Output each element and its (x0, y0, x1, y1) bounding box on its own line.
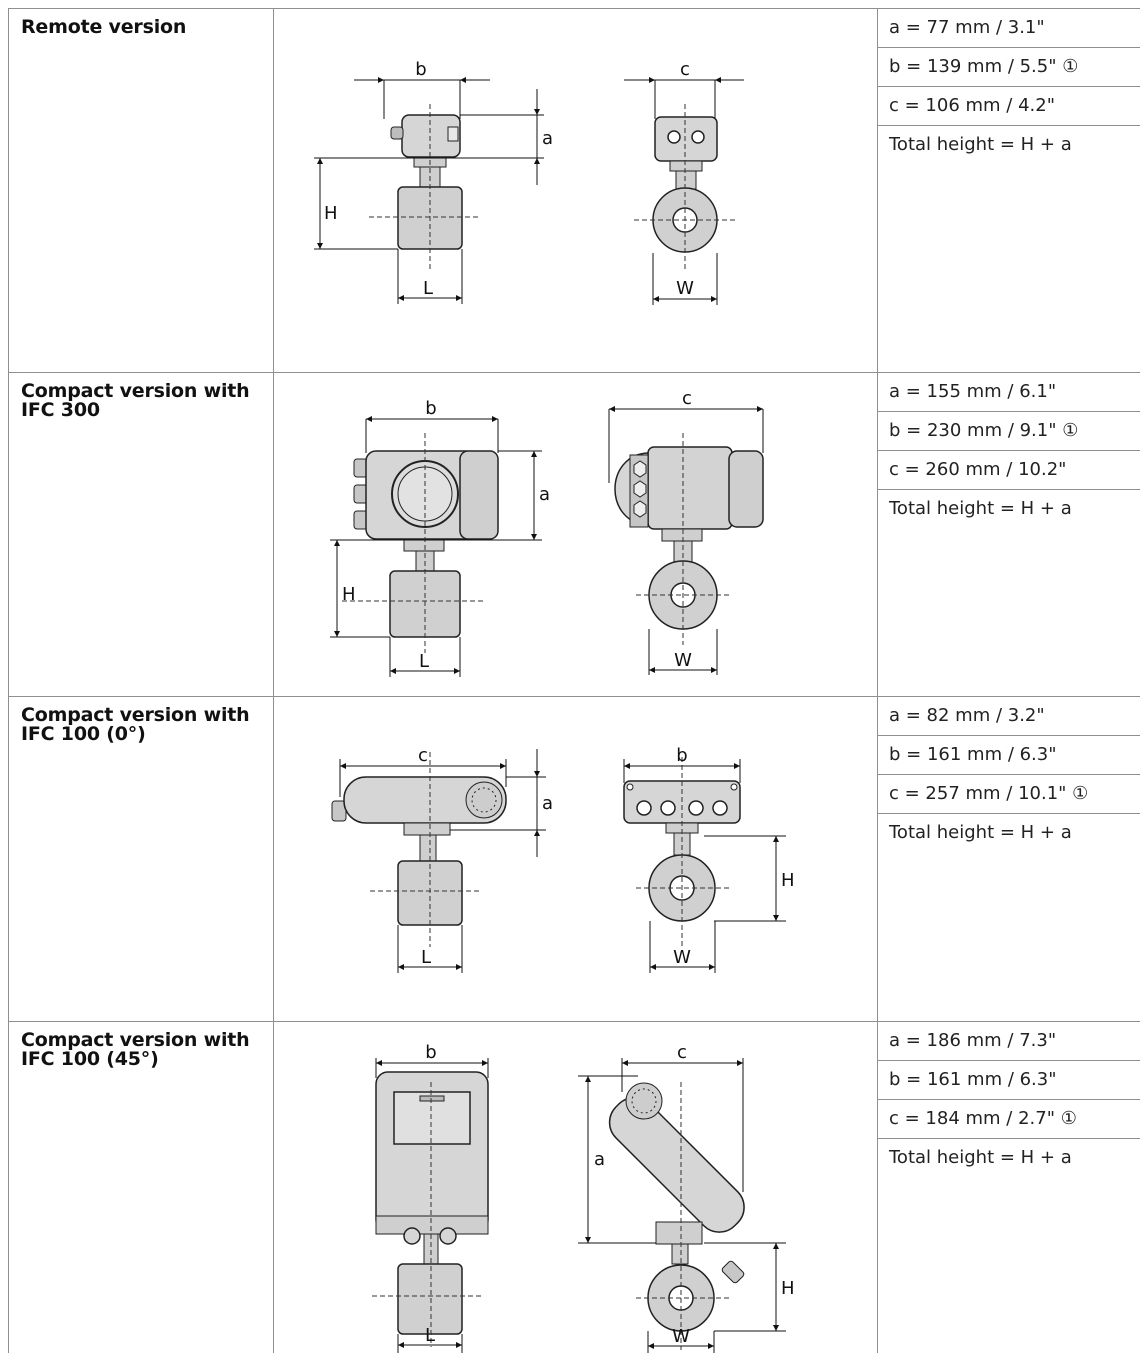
dim-label-L: L (423, 278, 433, 299)
front-view: b L (372, 1042, 489, 1353)
dim-label-c: c (677, 1042, 687, 1063)
column-divider-1 (273, 8, 274, 1353)
dim-label-c: c (680, 59, 690, 80)
table-top-border (8, 8, 1140, 9)
drawing-compact-ifc100-0deg: c a L (274, 697, 877, 1021)
param-b: b = 161 mm / 6.3" (878, 1061, 1140, 1100)
dim-label-W: W (673, 947, 691, 968)
dim-label-c: c (682, 388, 692, 409)
dim-label-b: b (676, 745, 687, 766)
row-label-line: Compact version with (21, 1029, 250, 1051)
table-row-remote: Remote version (0, 9, 1140, 372)
dim-label-b: b (425, 398, 436, 419)
side-view: c a H W (578, 1042, 795, 1353)
param-total-height: Total height = H + a (889, 822, 1072, 843)
technical-drawing: c a L (331, 745, 795, 973)
row-label-line: Compact version with (21, 380, 250, 402)
param-a: a = 77 mm / 3.1" (878, 9, 1140, 48)
technical-drawing: b a H L (330, 388, 764, 677)
params-list: a = 77 mm / 3.1" b = 139 mm / 5.5" ① c =… (878, 9, 1140, 165)
param-a: a = 155 mm / 6.1" (878, 373, 1140, 412)
dim-label-b: b (415, 59, 426, 80)
dim-label-H: H (342, 584, 356, 605)
dim-label-H: H (324, 203, 338, 224)
dim-label-W: W (674, 650, 692, 671)
param-b: b = 230 mm / 9.1" ① (878, 412, 1140, 451)
params-list: a = 82 mm / 3.2" b = 161 mm / 6.3" c = 2… (878, 697, 1140, 853)
row-label-line: IFC 300 (21, 399, 100, 421)
param-total-height: Total height = H + a (889, 134, 1072, 155)
param-total-height: Total height = H + a (889, 1147, 1072, 1168)
row-label-line: Compact version with (21, 704, 250, 726)
dim-label-a: a (542, 793, 553, 814)
param-c: c = 106 mm / 4.2" (878, 87, 1140, 126)
param-total-height: Total height = H + a (889, 498, 1072, 519)
drawing-compact-ifc100-45deg: b L (274, 1022, 877, 1353)
dim-label-a: a (542, 128, 553, 149)
params-list: a = 155 mm / 6.1" b = 230 mm / 9.1" ① c … (878, 373, 1140, 529)
table-left-border (8, 8, 9, 1353)
dim-label-W: W (676, 278, 694, 299)
dim-label-b: b (425, 1042, 436, 1063)
column-divider-2 (877, 8, 878, 1353)
side-view: c W (624, 59, 744, 305)
param-a: a = 186 mm / 7.3" (878, 1022, 1140, 1061)
param-a: a = 82 mm / 3.2" (878, 697, 1140, 736)
dim-label-L: L (419, 651, 429, 672)
row-divider-2 (8, 696, 1140, 697)
param-b: b = 139 mm / 5.5" ① (878, 48, 1140, 87)
drawing-compact-ifc300: b a H L (274, 373, 877, 696)
side-view: b H W (623, 745, 795, 973)
drawing-remote-version: b a H L (274, 9, 877, 372)
table-row-compact-ifc100-45: Compact version with IFC 100 (45°) (0, 1022, 1140, 1353)
param-c: c = 257 mm / 10.1" ① (878, 775, 1140, 814)
dim-label-a: a (594, 1149, 605, 1170)
param-c: c = 260 mm / 10.2" (878, 451, 1140, 490)
dim-label-L: L (425, 1325, 435, 1346)
row-label-line: IFC 100 (45°) (21, 1048, 159, 1070)
technical-drawing: b a H L (314, 59, 744, 305)
dim-label-W: W (672, 1326, 690, 1347)
params-list: a = 186 mm / 7.3" b = 161 mm / 6.3" c = … (878, 1022, 1140, 1178)
table-row-compact-ifc300: Compact version with IFC 300 (0, 373, 1140, 696)
dim-label-H: H (781, 870, 795, 891)
front-view: b a H L (330, 398, 550, 677)
technical-drawing: b L (372, 1042, 795, 1353)
front-view: c a L (331, 745, 553, 973)
side-view: c W (608, 388, 764, 675)
param-b: b = 161 mm / 6.3" (878, 736, 1140, 775)
row-divider-3 (8, 1021, 1140, 1022)
row-label: Compact version with IFC 100 (0°) (21, 706, 266, 744)
row-label: Compact version with IFC 100 (45°) (21, 1031, 266, 1069)
row-label: Remote version (21, 18, 266, 37)
row-label-line: Remote version (21, 16, 187, 38)
dim-label-a: a (539, 484, 550, 505)
dim-label-L: L (421, 947, 431, 968)
dim-label-H: H (781, 1278, 795, 1299)
table-row-compact-ifc100-0: Compact version with IFC 100 (0°) (0, 697, 1140, 1021)
dim-label-c: c (418, 745, 428, 766)
row-divider-1 (8, 372, 1140, 373)
row-label: Compact version with IFC 300 (21, 382, 266, 420)
param-c: c = 184 mm / 2.7" ① (878, 1100, 1140, 1139)
row-label-line: IFC 100 (0°) (21, 723, 146, 745)
front-view: b a H L (314, 59, 553, 304)
